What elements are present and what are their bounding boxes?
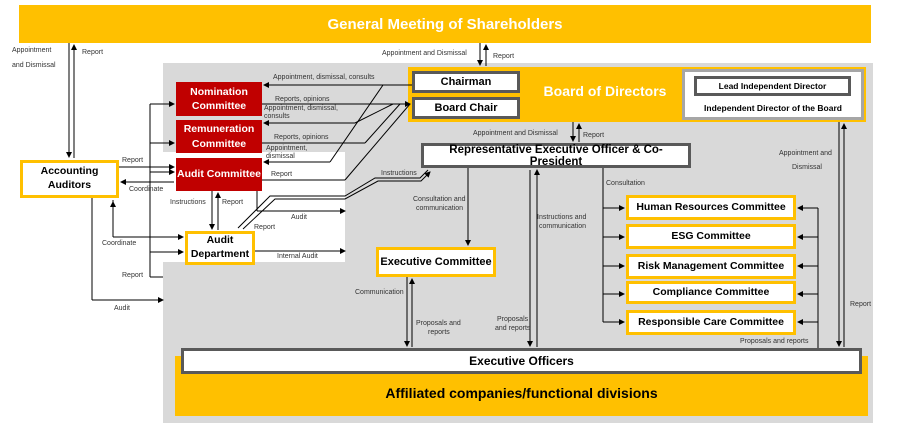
- representative-executive-officer[interactable]: Representative Executive Officer & Co-Pr…: [421, 143, 691, 168]
- label-ad-audit: Audit: [291, 214, 307, 221]
- label-gms-report-board: Report: [493, 53, 515, 60]
- responsible-care-committee-label: Responsible Care Committee: [638, 315, 784, 328]
- audit-committee-label: Audit Committee: [177, 168, 261, 181]
- audit-department[interactable]: Audit Department: [185, 231, 255, 265]
- executive-officers[interactable]: Executive Officers: [181, 348, 862, 374]
- label-aud-appt-2: dismissal: [266, 153, 295, 160]
- label-rem-reports: Reports, opinions: [274, 134, 329, 141]
- affiliated-companies-label: Affiliated companies/functional division…: [385, 385, 658, 401]
- chairman-label: Chairman: [440, 76, 492, 88]
- esg-committee-label: ESG Committee: [671, 229, 751, 242]
- responsible-care-committee[interactable]: Responsible Care Committee: [626, 310, 796, 335]
- label-ec-proposals-2: reports: [428, 329, 450, 336]
- label-instr-comm-1: Instructions and: [537, 214, 587, 221]
- board-chair-label: Board Chair: [434, 102, 498, 114]
- audit-department-label: Audit Department: [190, 234, 250, 260]
- executive-committee-label: Executive Committee: [380, 255, 492, 268]
- label-gms-appt-board: Appointment and Dismissal: [382, 50, 467, 57]
- representative-executive-officer-label: Representative Executive Officer & Co-Pr…: [449, 143, 663, 168]
- label-left-report: Report: [122, 272, 144, 279]
- label-rem-appt-2: consults: [264, 113, 290, 120]
- label-instr-comm-2: communication: [539, 223, 587, 230]
- nomination-committee-label: Nomination Committee: [190, 85, 248, 112]
- label-ind-appt-2: Dismissal: [792, 164, 822, 171]
- label-gms-report-left: Report: [82, 49, 104, 56]
- label-ac-instructions: Instructions: [170, 199, 206, 206]
- label-consult-comm-2: communication: [416, 205, 464, 212]
- esg-committee[interactable]: ESG Committee: [626, 224, 796, 249]
- chairman-box[interactable]: Chairman: [412, 71, 520, 93]
- label-ad-coordinate: Coordinate: [102, 240, 137, 247]
- executive-committee[interactable]: Executive Committee: [376, 247, 496, 277]
- label-gms-dismissal: and Dismissal: [12, 62, 56, 69]
- general-meeting-of-shareholders[interactable]: General Meeting of Shareholders: [19, 5, 871, 43]
- shareholders-label: General Meeting of Shareholders: [327, 15, 563, 33]
- risk-committee-label: Risk Management Committee: [637, 259, 785, 272]
- risk-management-committee[interactable]: Risk Management Committee: [626, 254, 796, 279]
- label-rep-proposals-1: Proposals: [497, 316, 529, 323]
- label-internal-audit: Internal Audit: [277, 253, 318, 260]
- label-ad-report: Report: [254, 224, 276, 231]
- lead-independent-director-box[interactable]: Lead Independent Director: [694, 76, 851, 96]
- label-ind-report: Report: [850, 301, 872, 308]
- label-committees-proposals: Proposals and reports: [740, 338, 809, 345]
- remuneration-committee-label: Remuneration Committee: [183, 123, 255, 150]
- label-instructions: Instructions: [381, 170, 417, 177]
- board-chair-box[interactable]: Board Chair: [412, 97, 520, 119]
- accounting-auditors-label: Accounting Auditors: [40, 165, 99, 191]
- label-ind-appt-1: Appointment and: [779, 150, 832, 157]
- label-acc-coordinate: Coordinate: [129, 186, 164, 193]
- label-board-report: Report: [583, 132, 605, 139]
- label-nom-reports: Reports, opinions: [275, 96, 330, 103]
- label-consult-comm-1: Consultation and: [413, 196, 466, 203]
- audit-committee[interactable]: Audit Committee: [176, 158, 262, 191]
- label-communication: Communication: [355, 289, 404, 296]
- accounting-auditors[interactable]: Accounting Auditors: [20, 160, 119, 198]
- label-consultation: Consultation: [606, 180, 645, 187]
- independent-director-label: Independent Director of the Board: [704, 103, 842, 113]
- nomination-committee[interactable]: Nomination Committee: [176, 82, 262, 116]
- label-rem-appt-1: Appointment, dismissal,: [264, 105, 338, 112]
- lead-independent-director-label: Lead Independent Director: [718, 81, 827, 91]
- label-aud-appt-1: Appointment,: [266, 145, 308, 152]
- label-ac-report: Report: [222, 199, 244, 206]
- label-aud-report: Report: [271, 171, 293, 178]
- label-rep-proposals-2: and reports: [495, 325, 531, 332]
- remuneration-committee[interactable]: Remuneration Committee: [176, 120, 262, 153]
- compliance-committee-label: Compliance Committee: [652, 285, 770, 298]
- label-ec-proposals-1: Proposals and: [416, 320, 461, 327]
- human-resources-committee[interactable]: Human Resources Committee: [626, 195, 796, 220]
- label-acc-report: Report: [122, 157, 144, 164]
- hr-committee-label: Human Resources Committee: [636, 200, 786, 213]
- board-of-directors-label: Board of Directors: [543, 83, 667, 99]
- label-gms-appointment: Appointment: [12, 47, 52, 54]
- compliance-committee[interactable]: Compliance Committee: [626, 281, 796, 304]
- executive-officers-label: Executive Officers: [469, 354, 574, 368]
- label-left-audit: Audit: [114, 305, 130, 312]
- label-nom-appt: Appointment, dismissal, consults: [273, 74, 375, 81]
- label-board-appt: Appointment and Dismissal: [473, 130, 558, 137]
